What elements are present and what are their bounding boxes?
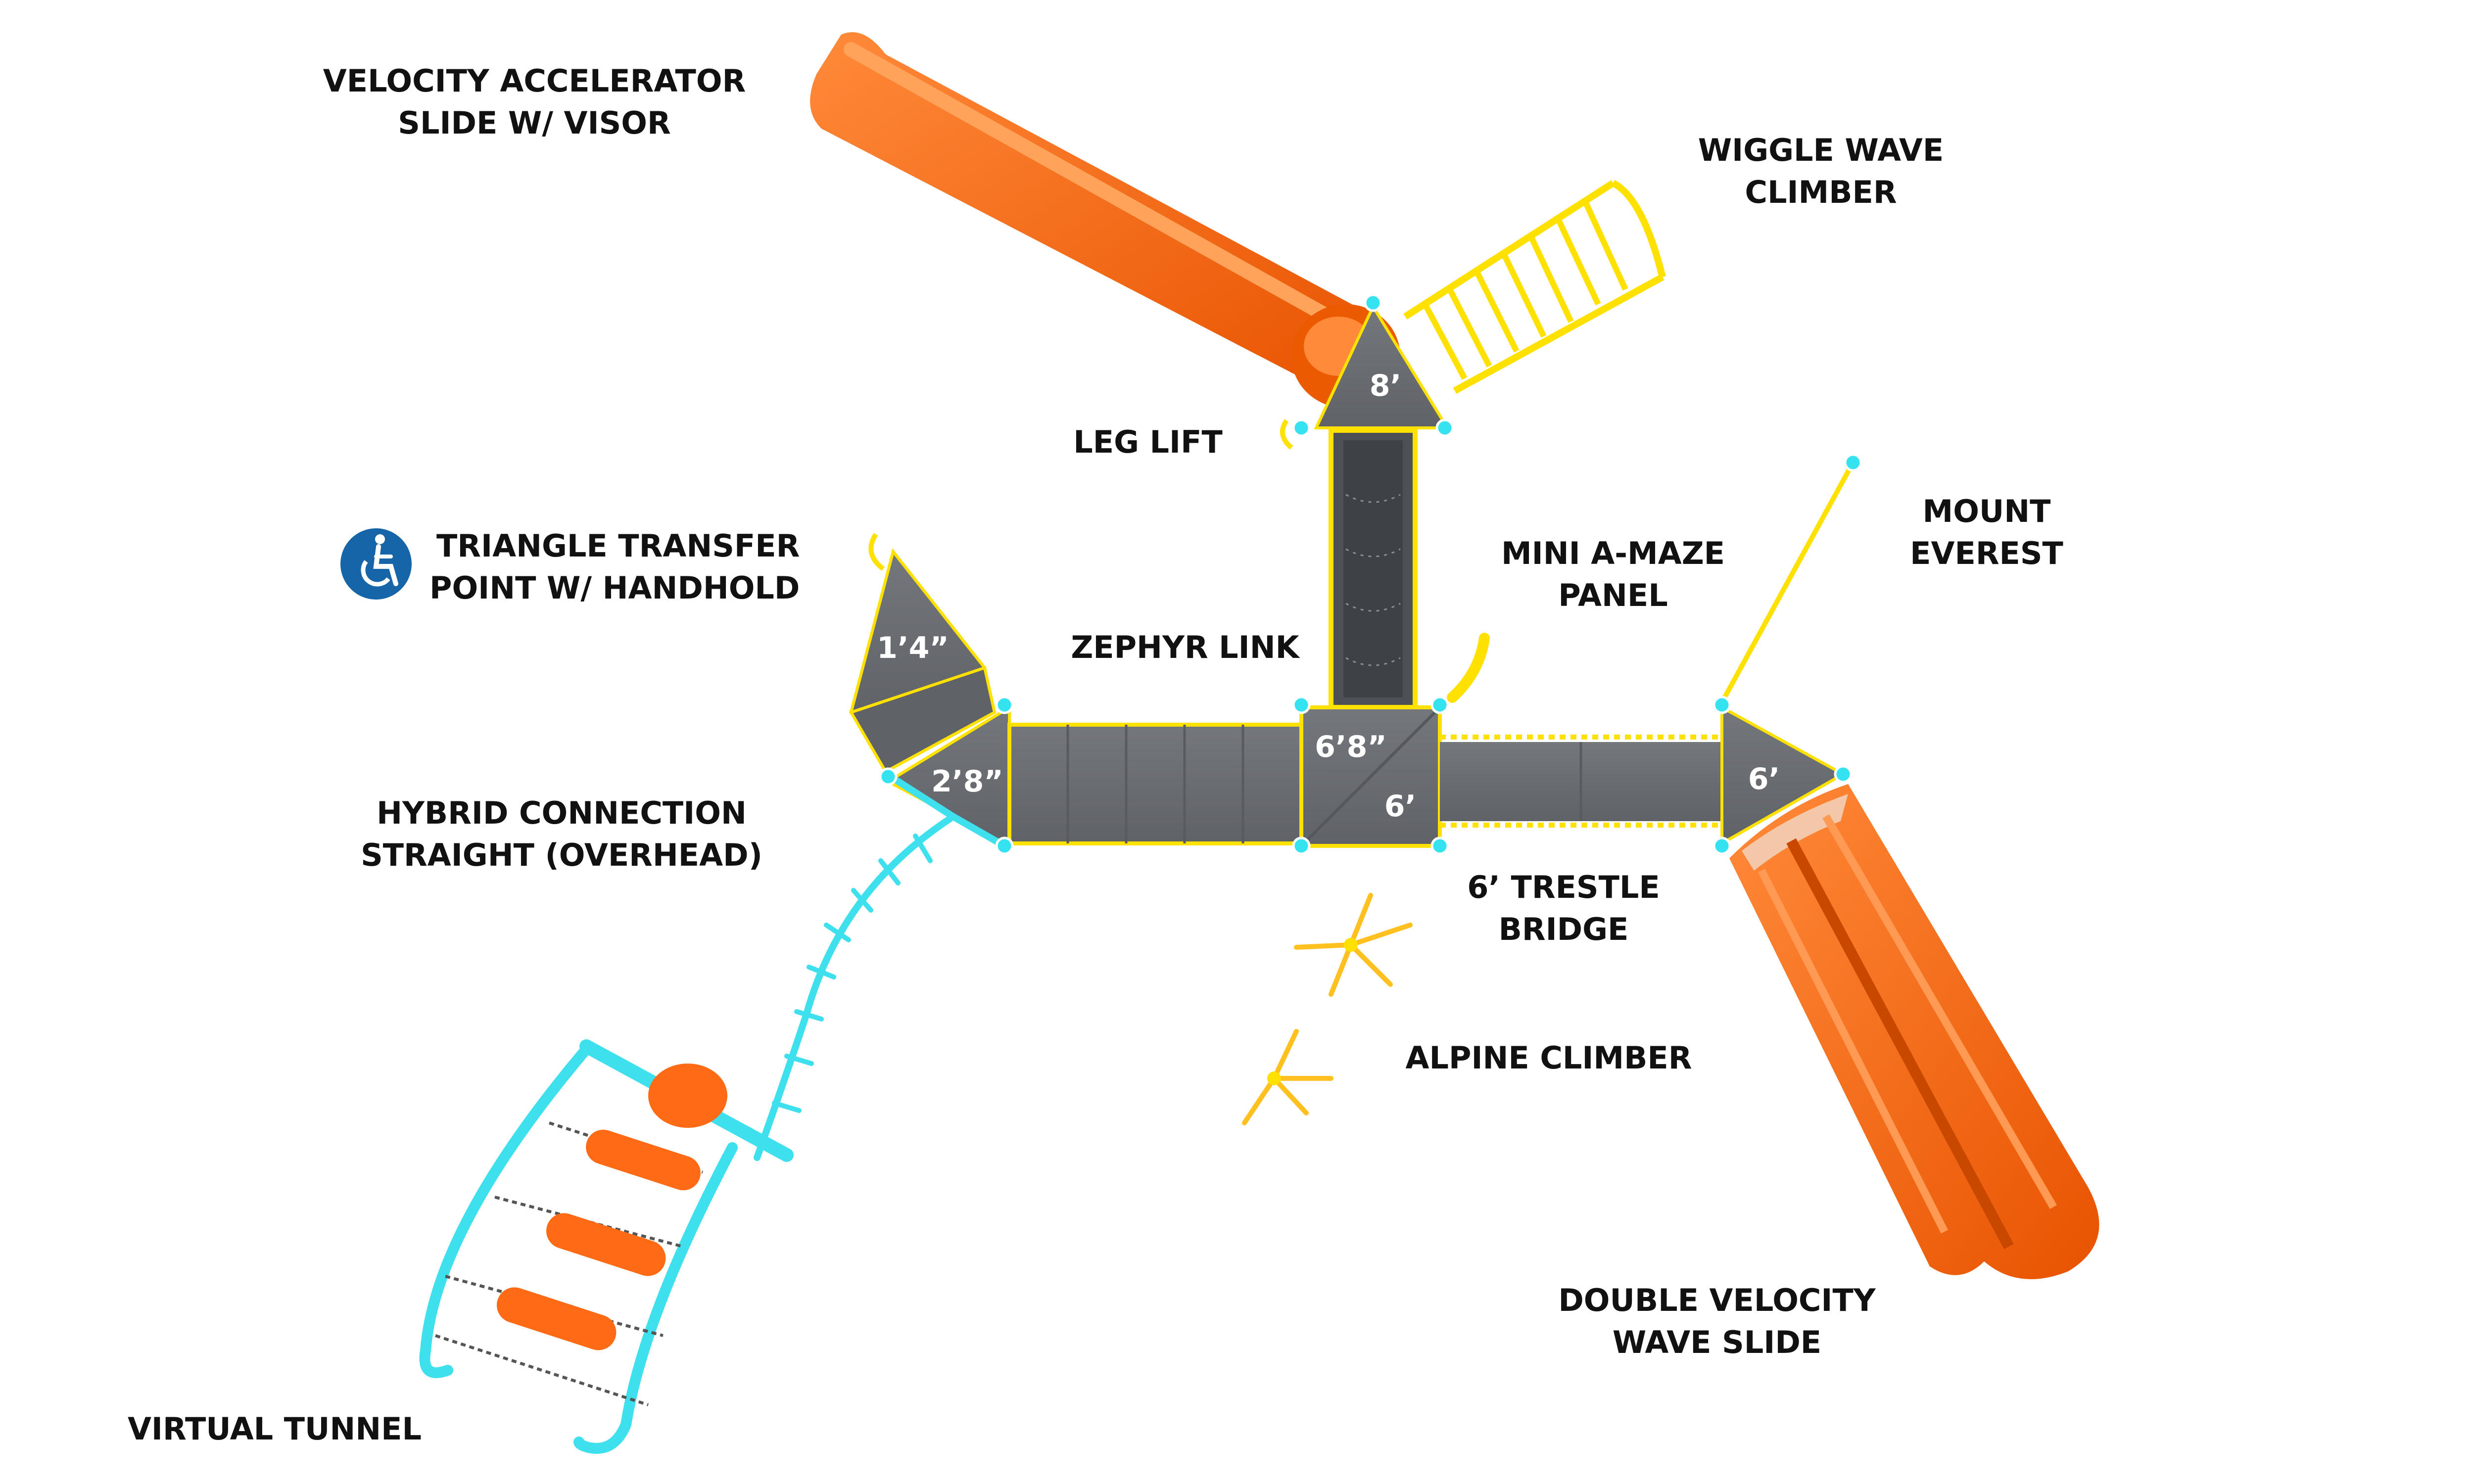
deck-height-6ft-center: 6’: [1384, 789, 1417, 824]
virtual-tunnel: [419, 1039, 794, 1454]
deck-height-2ft8in: 2’8”: [931, 764, 1003, 799]
label-mini-amaze-2: PANEL: [1558, 577, 1667, 613]
mount-everest: [1719, 461, 1856, 704]
posts: [879, 293, 1862, 855]
deck-height-6ft-right: 6’: [1748, 762, 1780, 796]
deck-height-6ft8in: 6’8”: [1315, 730, 1387, 764]
label-velocity-slide-1: VELOCITY ACCELERATOR: [323, 63, 746, 99]
double-velocity-wave-slide: [1729, 784, 2099, 1279]
labels: VELOCITY ACCELERATOR SLIDE W/ VISOR WIGG…: [128, 63, 2063, 1447]
label-mini-amaze-1: MINI A-MAZE: [1501, 535, 1725, 571]
label-wiggle-wave-1: WIGGLE WAVE: [1698, 132, 1944, 168]
wiggle-wave-climber: [1403, 180, 1666, 394]
trestle-bridge: [1440, 735, 1722, 828]
wheelchair-accessibility-icon: [340, 528, 412, 600]
mini-amaze-panel: [1447, 633, 1490, 703]
leg-lift: [1280, 419, 1418, 710]
label-wiggle-wave-2: CLIMBER: [1745, 174, 1897, 210]
label-hybrid-connection-2: STRAIGHT (OVERHEAD): [361, 837, 762, 873]
label-hybrid-connection-1: HYBRID CONNECTION: [377, 795, 747, 831]
label-triangle-transfer-1: TRIANGLE TRANSFER: [436, 528, 800, 564]
velocity-accelerator-slide: [810, 32, 1400, 408]
alpine-climber-bottom: [1242, 1029, 1333, 1125]
label-double-velocity-1: DOUBLE VELOCITY: [1558, 1282, 1876, 1318]
deck-height-8ft: 8’: [1370, 369, 1402, 403]
right-deck-6ft: 6’: [1720, 704, 1847, 846]
label-triangle-transfer-2: POINT W/ HANDHOLD: [429, 570, 800, 606]
step-height-1ft4in: 1’4”: [877, 631, 949, 665]
alpine-climber-top: [1294, 893, 1413, 997]
label-double-velocity-2: WAVE SLIDE: [1613, 1324, 1821, 1360]
label-velocity-slide-2: SLIDE W/ VISOR: [398, 105, 670, 141]
label-leg-lift: LEG LIFT: [1073, 424, 1223, 460]
label-zephyr-link: ZEPHYR LINK: [1071, 629, 1300, 665]
climber-rungs: [1422, 201, 1628, 380]
label-trestle-bridge-2: BRIDGE: [1499, 911, 1629, 947]
zephyr-link: [1007, 723, 1303, 845]
label-virtual-tunnel: VIRTUAL TUNNEL: [128, 1411, 422, 1447]
center-deck: 6’8” 6’: [1299, 705, 1442, 848]
label-mount-everest-1: MOUNT: [1923, 493, 2051, 529]
label-trestle-bridge-1: 6’ TRESTLE: [1467, 869, 1660, 905]
label-alpine-climber: ALPINE CLIMBER: [1406, 1040, 1692, 1076]
label-mount-everest-2: EVEREST: [1910, 535, 2063, 571]
triangle-transfer-point: 1’4”: [849, 533, 997, 774]
hybrid-connection-overhead: [754, 774, 1006, 1161]
